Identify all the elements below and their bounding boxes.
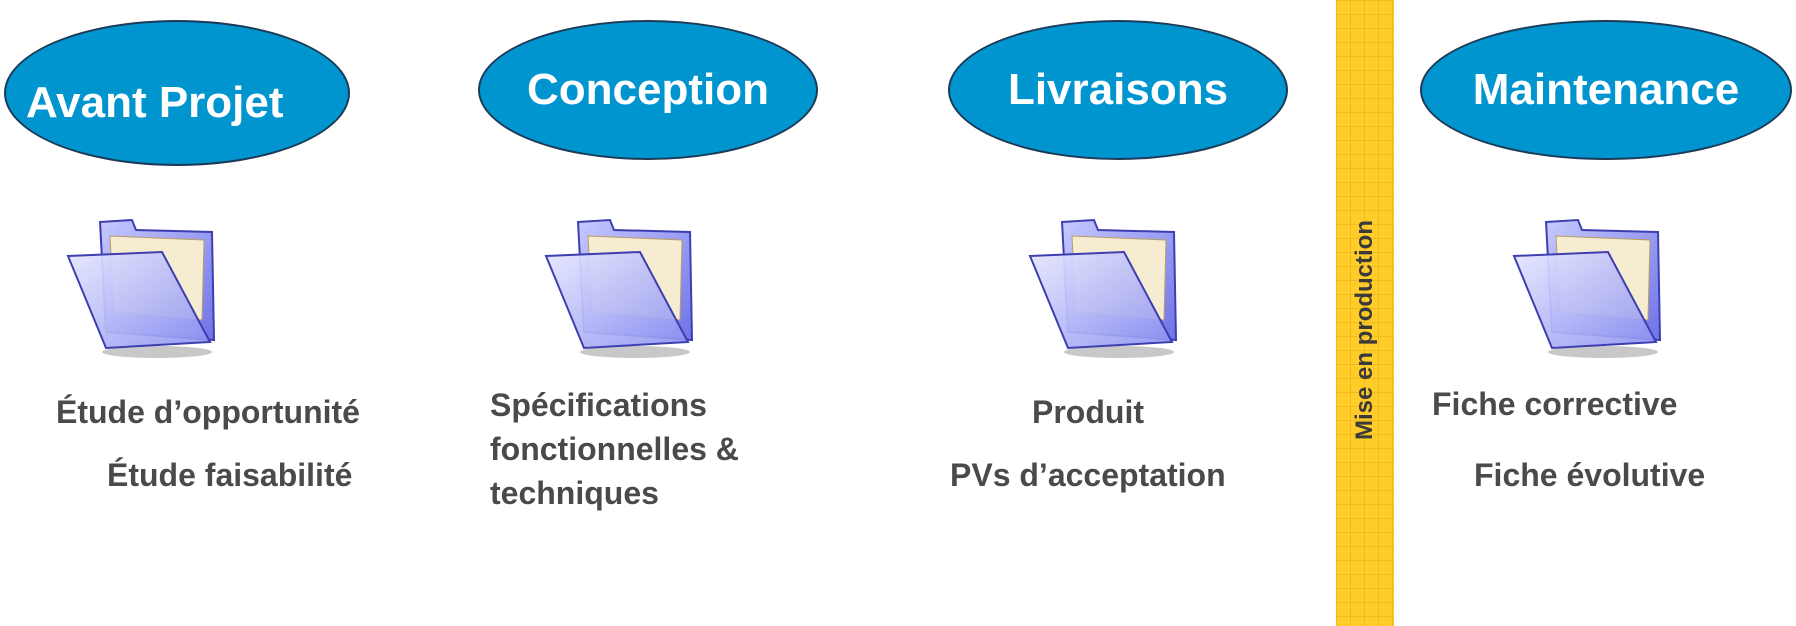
phase-title: Livraisons xyxy=(1007,65,1229,114)
phase-avant-projet: Avant Projet xyxy=(4,20,350,166)
milestone-label: Mise en production xyxy=(1351,219,1378,441)
deliverable-label: fonctionnelles & xyxy=(490,431,739,467)
deliverable-label: PVs d’acceptation xyxy=(950,457,1226,493)
phase-title: Maintenance xyxy=(1472,65,1740,114)
folder-icon xyxy=(1512,218,1662,358)
deliverable-label: Étude faisabilité xyxy=(107,457,353,493)
deliverable-label: Spécifications xyxy=(490,387,707,423)
phase-maintenance: Maintenance xyxy=(1420,20,1792,160)
deliverable-label: Fiche évolutive xyxy=(1474,457,1706,493)
folder-icon xyxy=(1028,218,1178,358)
phase-conception: Conception xyxy=(478,20,818,160)
deliverable-label: Étude d’opportunité xyxy=(56,394,360,430)
deliverable-label: Produit xyxy=(1032,394,1144,430)
folder-icon xyxy=(544,218,694,358)
deliverable-label: techniques xyxy=(490,475,659,511)
phase-livraisons: Livraisons xyxy=(948,20,1288,160)
folder-icon xyxy=(66,218,216,358)
milestone-bar xyxy=(1336,0,1394,626)
phase-title: Conception xyxy=(527,65,769,114)
deliverable-label: Fiche corrective xyxy=(1432,386,1678,422)
phase-title: Avant Projet xyxy=(26,78,284,127)
